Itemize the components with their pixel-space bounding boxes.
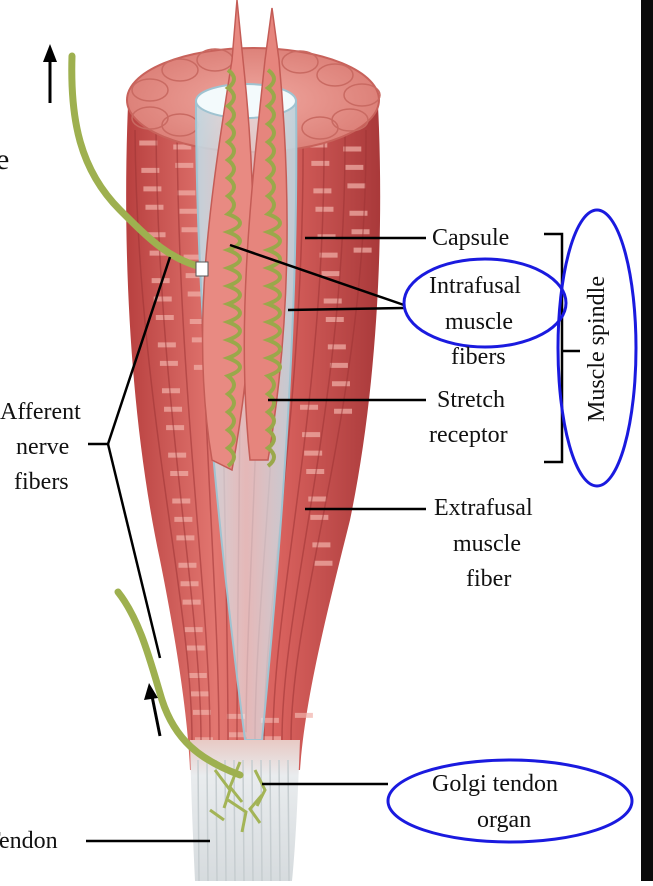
intrafusal-highlight-ellipse (402, 257, 568, 349)
afferent-label-line1: Afferent (0, 399, 81, 425)
muscle-spindle-label: Muscle spindle (584, 276, 610, 422)
afferent-nerve-lower (114, 588, 244, 779)
window-edge-bar (641, 0, 653, 881)
tendon-label: Tendon (0, 828, 58, 854)
muscle-spindle-highlight-ellipse (556, 208, 638, 488)
capsule-label: Capsule (432, 225, 510, 251)
intrafusal-fiber-right (243, 7, 288, 461)
golgi-label-line2: organ (477, 807, 532, 833)
afferent-nerve-upper (68, 52, 209, 272)
stretch-receptor-label-line2: receptor (429, 422, 508, 448)
intrafusal-label-line3: fibers (451, 344, 506, 370)
extrafusal-label-line2: muscle (453, 531, 521, 557)
cross-section-cells (131, 48, 381, 140)
intrafusal-label-line1: Intrafusal (429, 273, 521, 299)
edge-fragment-text: e (0, 143, 10, 176)
golgi-label-line1: Golgi tendon (432, 771, 558, 797)
arrow-up-top-icon (43, 44, 57, 103)
golgi-highlight-ellipse (386, 758, 634, 844)
arrow-up-bottom-icon (144, 683, 162, 737)
stretch-receptor-label-line1: Stretch (437, 387, 505, 413)
extrafusal-label-line3: fiber (466, 566, 512, 592)
afferent-label-line3: fibers (14, 469, 69, 495)
extrafusal-label-line1: Extrafusal (434, 495, 533, 521)
leader-lines (86, 232, 580, 843)
nerve-entry-clip (195, 261, 209, 277)
intrafusal-label-line2: muscle (445, 309, 513, 335)
tendon-fibers (197, 759, 290, 882)
afferent-label-line2: nerve (16, 434, 70, 460)
